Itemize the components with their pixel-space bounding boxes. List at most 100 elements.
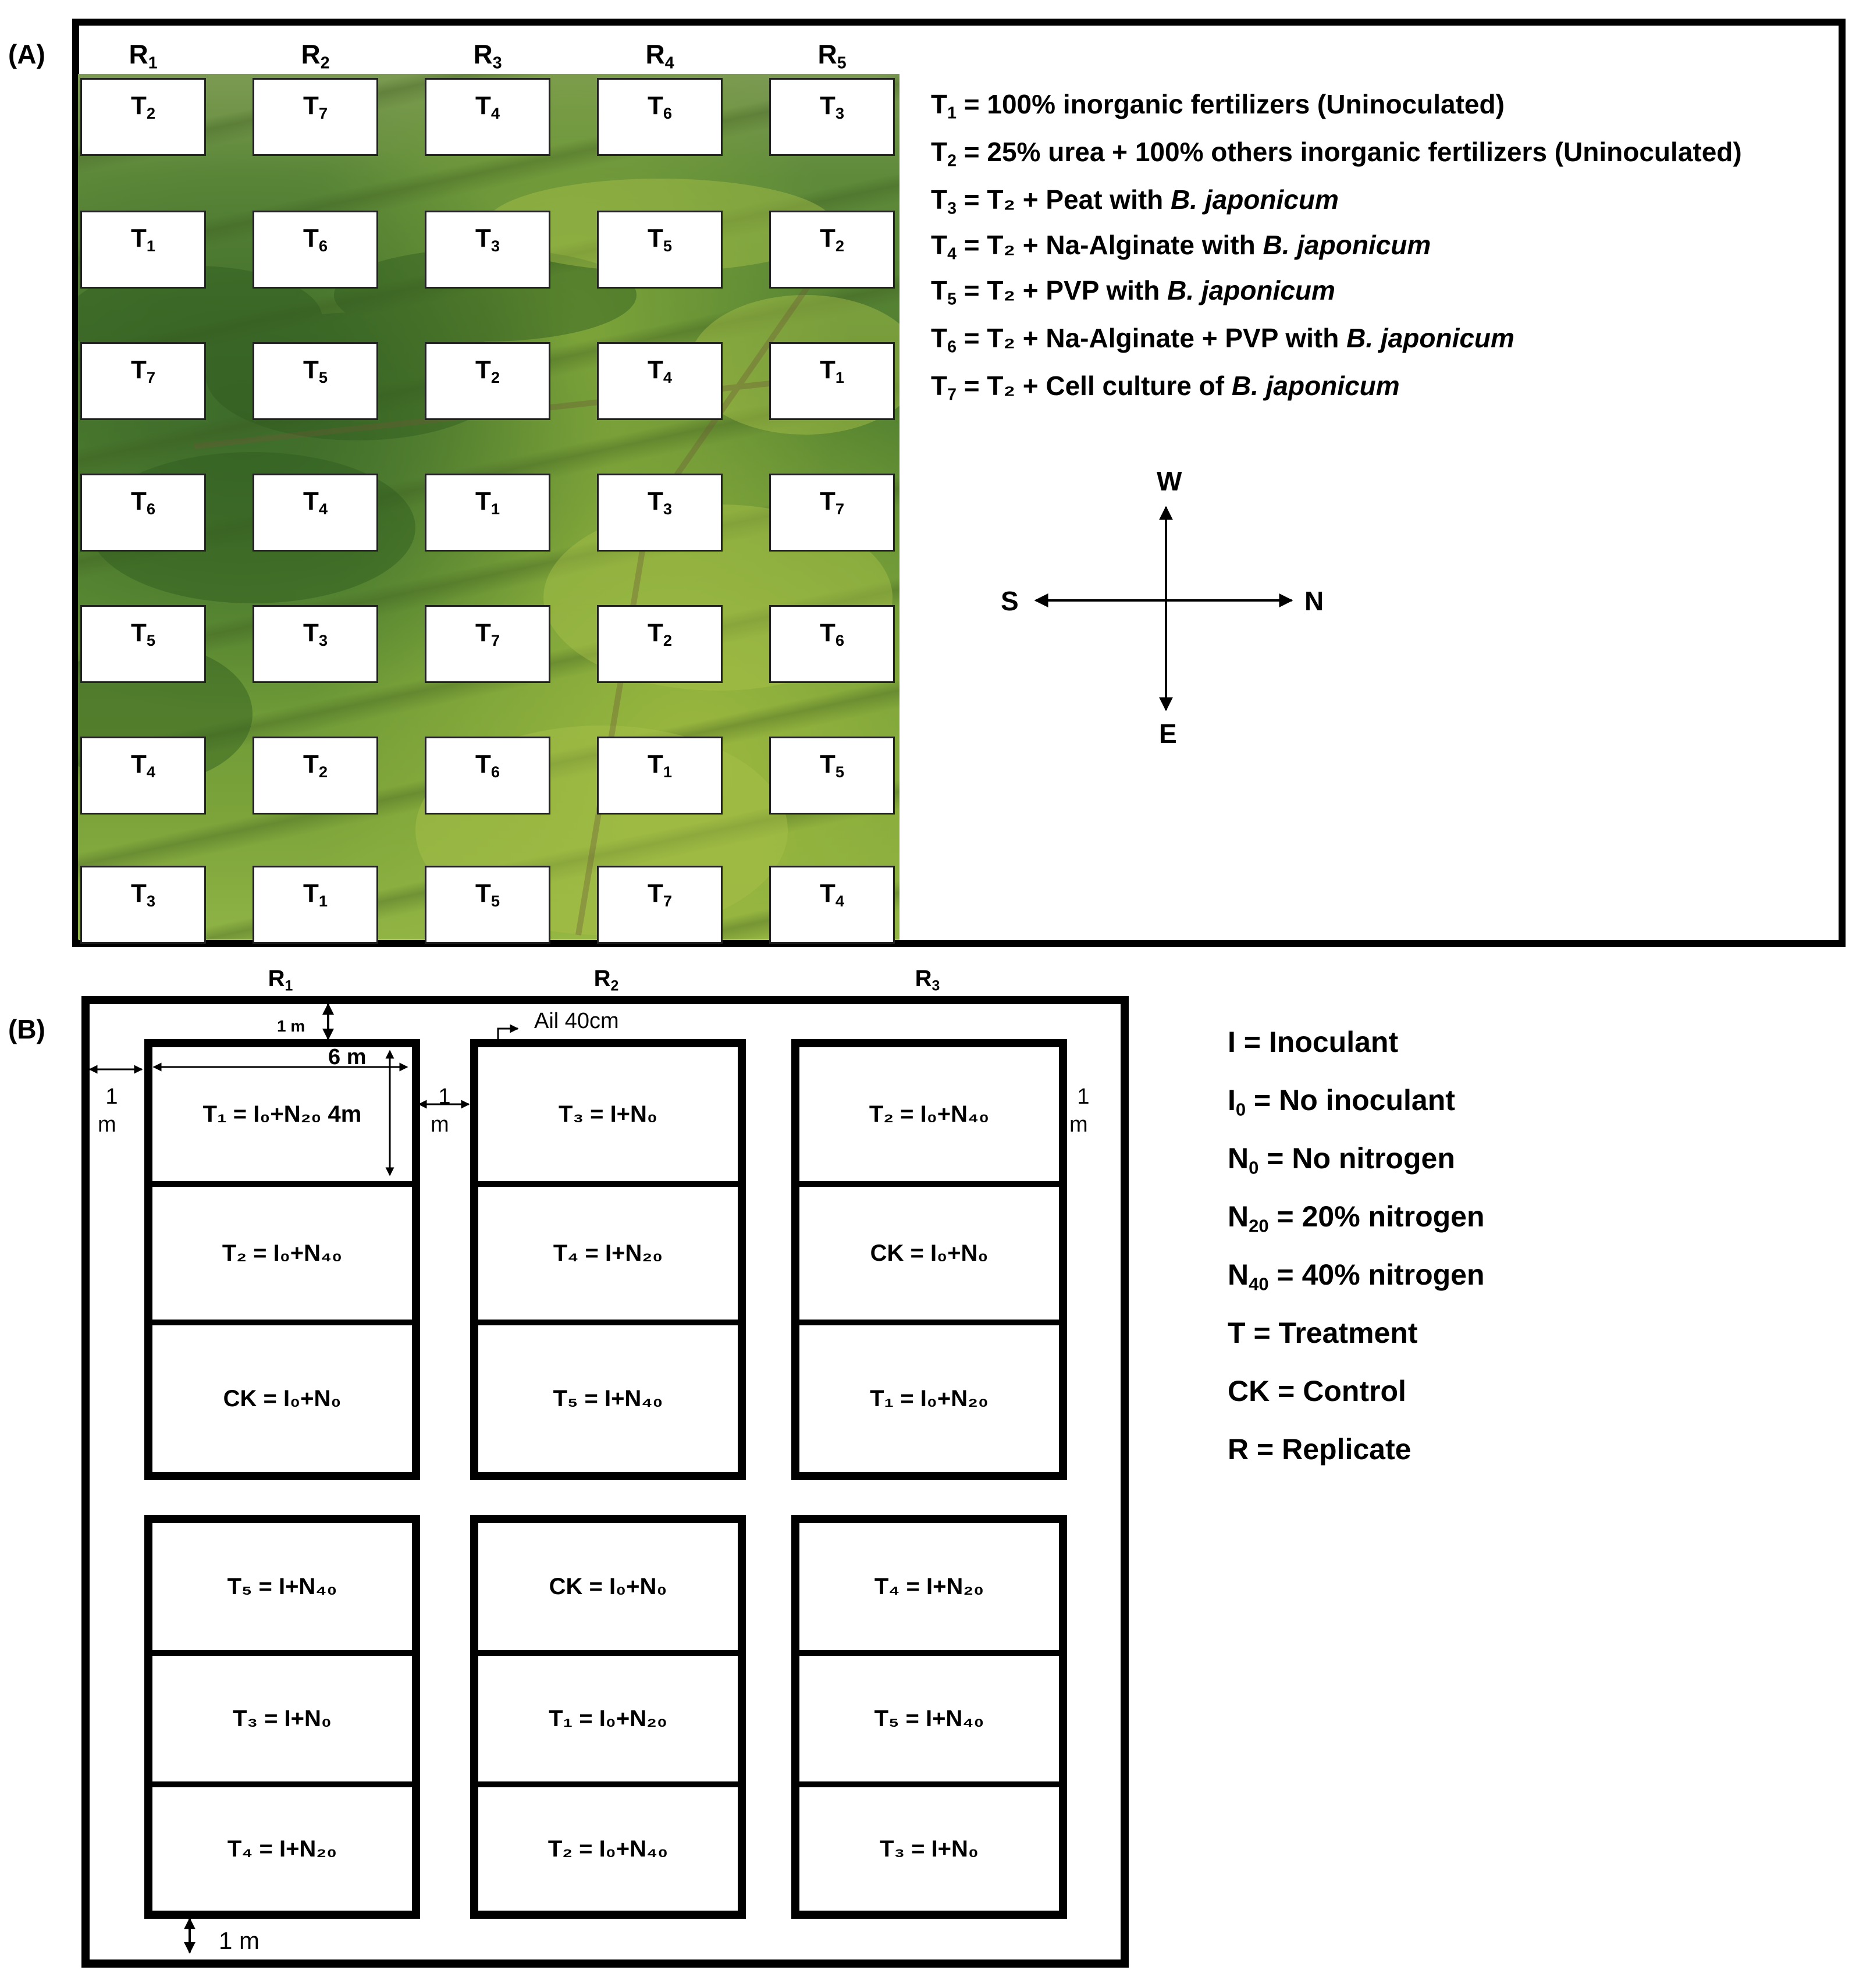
panel-a-label: (A)	[8, 39, 45, 69]
replicate-label: R2	[301, 39, 330, 73]
treatment-cell: T5	[80, 605, 206, 683]
treatment-cell: T6	[80, 474, 206, 552]
experimental-field-boundary	[81, 996, 1129, 1968]
treatment-cell: T4	[425, 78, 550, 156]
treatment-cell: T6	[253, 211, 378, 289]
treatment-cell: T1	[597, 737, 723, 815]
treatment-cell: T4	[597, 342, 723, 420]
right-gap-number: 1	[1077, 1084, 1090, 1109]
legend-b-entry: I = Inoculant	[1228, 1026, 1399, 1058]
legend-a-entry: T7 = T₂ + Cell culture of B. japonicum	[931, 371, 1400, 404]
compass-north-label: N	[1304, 586, 1324, 616]
legend-b-entry: T = Treatment	[1228, 1317, 1418, 1349]
treatment-cell: T2	[597, 605, 723, 683]
treatment-cell: T3	[253, 605, 378, 683]
compass-diagram	[1034, 506, 1293, 712]
legend-b-entry: CK = Control	[1228, 1375, 1406, 1407]
treatment-cell: T4	[80, 737, 206, 815]
compass-south-label: S	[1001, 586, 1019, 616]
treatment-cell: T2	[769, 211, 895, 289]
treatment-cell: T7	[597, 866, 723, 944]
plot-cell: T₄ = I+N₂₀	[799, 1523, 1059, 1656]
plot-cell: T₅ = I+N₄₀	[152, 1523, 412, 1656]
treatment-cell: T3	[80, 866, 206, 944]
plot-cell: T₄ = I+N₂₀	[227, 1836, 337, 1862]
between-gap-number: 1	[438, 1084, 451, 1109]
legend-b-entry: N40 = 40% nitrogen	[1228, 1258, 1485, 1294]
plot-cell: CK = I₀+N₀	[478, 1523, 738, 1656]
replicate-label: R2	[593, 966, 619, 994]
replicate-label: R4	[645, 39, 674, 73]
treatment-cell: T3	[597, 474, 723, 552]
legend-b-entry: R = Replicate	[1228, 1433, 1412, 1466]
treatment-cell: T2	[425, 342, 550, 420]
plot-cell: CK = I₀+N₀	[799, 1187, 1059, 1325]
aisle-label: Ail 40cm	[534, 1009, 619, 1033]
legend-a-entry: T1 = 100% inorganic fertilizers (Uninocu…	[931, 89, 1505, 123]
compass-east-label: E	[1159, 719, 1177, 749]
replicate-label: R3	[915, 966, 940, 994]
compass-west-label: W	[1157, 466, 1182, 496]
treatment-cell: T5	[425, 866, 550, 944]
treatment-cell: T7	[80, 342, 206, 420]
treatment-cell: T7	[425, 605, 550, 683]
plot-cell: T₂ = I₀+N₄₀	[152, 1187, 412, 1325]
treatment-cell: T7	[769, 474, 895, 552]
treatment-cell: T6	[769, 605, 895, 683]
dimension-arrows	[88, 1003, 519, 1954]
replicate-label: R1	[129, 39, 158, 73]
legend-b-entry: I0 = No inoculant	[1228, 1084, 1455, 1120]
legend-a-entry: T5 = T₂ + PVP with B. japonicum	[931, 275, 1335, 309]
treatment-cell: T3	[425, 211, 550, 289]
plot-cell: T₂ = I₀+N₄₀	[799, 1047, 1059, 1187]
top-gap-label: 1 m	[277, 1017, 305, 1035]
left-gap-number: 1	[105, 1084, 118, 1109]
width-label: 6 m	[328, 1045, 367, 1069]
plot-cell: T₂ = I₀+N₄₀	[547, 1836, 669, 1862]
left-gap-unit: m	[98, 1112, 116, 1137]
treatment-cell: T2	[80, 78, 206, 156]
between-gap-unit: m	[431, 1112, 449, 1137]
treatment-cell: T5	[597, 211, 723, 289]
plot-cell: T₃ = I+N₀	[880, 1836, 979, 1862]
treatment-cell: T6	[597, 78, 723, 156]
treatment-cell: T4	[253, 474, 378, 552]
legend-b-entry: N0 = No nitrogen	[1228, 1142, 1455, 1178]
replicate-label: R5	[817, 39, 847, 73]
legend-b-entry: N20 = 20% nitrogen	[1228, 1200, 1485, 1236]
treatment-cell: T5	[769, 737, 895, 815]
legend-a-entry: T4 = T₂ + Na-Alginate with B. japonicum	[931, 230, 1431, 264]
treatment-cell: T5	[253, 342, 378, 420]
legend-a-entry: T2 = 25% urea + 100% others inorganic fe…	[931, 137, 1742, 170]
plot-cell: T₅ = I+N₄₀	[799, 1656, 1059, 1787]
treatment-cell: T1	[425, 474, 550, 552]
legend-a-entry: T3 = T₂ + Peat with B. japonicum	[931, 184, 1339, 218]
panel-b-label: (B)	[8, 1014, 45, 1044]
legend-a-entry: T6 = T₂ + Na-Alginate + PVP with B. japo…	[931, 323, 1514, 357]
right-gap-unit: m	[1069, 1112, 1088, 1137]
treatment-cell: T4	[769, 866, 895, 944]
replicate-label: R3	[473, 39, 502, 73]
treatment-cell: T6	[425, 737, 550, 815]
plot-cell: T₃ = I+N₀	[478, 1047, 738, 1187]
plot-cell: T₄ = I+N₂₀	[478, 1187, 738, 1325]
plot-cell: CK = I₀+N₀	[223, 1385, 342, 1411]
plot-cell: T₃ = I+N₀	[152, 1656, 412, 1787]
plot-cell: T₁ = I₀+N₂₀ 4m	[152, 1047, 412, 1187]
plot-cell: T₁ = I₀+N₂₀	[870, 1385, 989, 1411]
treatment-cell: T3	[769, 78, 895, 156]
treatment-cell: T1	[769, 342, 895, 420]
bottom-gap-label: 1 m	[219, 1927, 260, 1954]
treatment-cell: T1	[80, 211, 206, 289]
plot-cell: T₁ = I₀+N₂₀	[478, 1656, 738, 1787]
plot-cell: T₅ = I+N₄₀	[553, 1385, 663, 1411]
treatment-cell: T7	[253, 78, 378, 156]
treatment-cell: T1	[253, 866, 378, 944]
replicate-label: R1	[268, 966, 293, 994]
